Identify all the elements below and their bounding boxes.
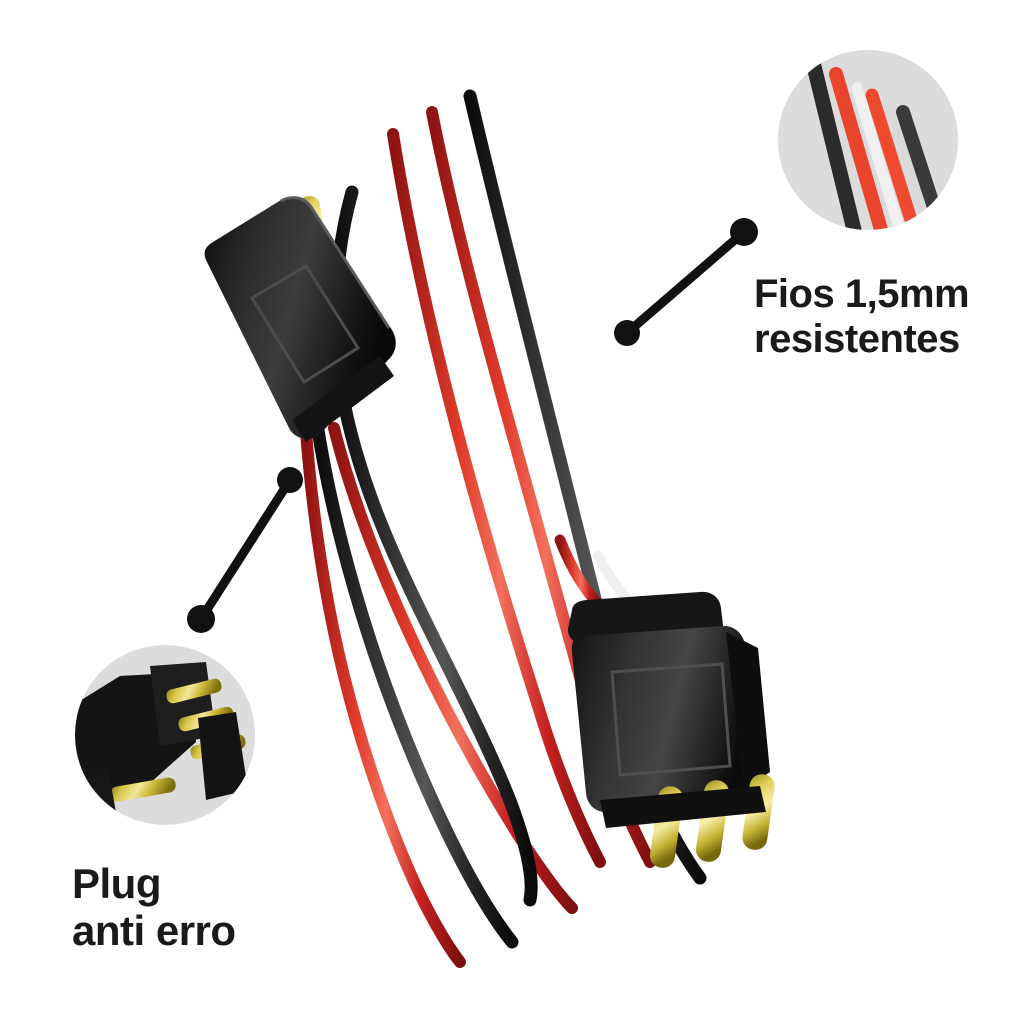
callout-label-plug: Plug anti erro (72, 860, 236, 955)
inset-plug-tab (198, 712, 248, 800)
inset-wire-black-a (804, 50, 864, 230)
right-connector-skirt (600, 786, 766, 828)
inset-plug-pin-1 (166, 678, 222, 704)
wire-red-3 (328, 422, 578, 914)
callout-leader-plug (187, 467, 303, 633)
inset-wire-white-b (885, 101, 933, 230)
left-connector-body (204, 196, 396, 439)
inset-plug-pin-4 (110, 777, 176, 802)
right-connector-panel (610, 662, 732, 777)
callout-leader-wires (614, 218, 758, 346)
callout-dot-plug-target (277, 467, 303, 493)
wire-red-2 (387, 128, 606, 868)
left-connector-collar (292, 356, 394, 442)
wire-red-4 (300, 426, 466, 968)
right-connector (568, 591, 775, 868)
callout-leader-line-plug (197, 477, 294, 622)
left-connector (204, 196, 396, 442)
inset-wire-red-b (865, 88, 923, 230)
inset-plug-closeup (75, 645, 255, 825)
wire-black-2 (311, 423, 519, 949)
callout-label-wires: Fios 1,5mm resistentes (754, 272, 970, 362)
callout-leader-line-wires (624, 228, 747, 337)
left-connector-highlight (280, 196, 391, 329)
callout-dot-plug-anchor (187, 605, 215, 633)
callout-dot-wires-target (730, 218, 758, 246)
wire-bundle (300, 89, 707, 968)
right-connector-shoulder (726, 632, 770, 790)
inset-wire-white-a (851, 82, 908, 230)
inset-wires-closeup (778, 50, 958, 230)
inset-wire-red-a (829, 67, 891, 230)
callout-dot-wires-anchor (614, 320, 640, 346)
left-connector-latch (249, 263, 361, 385)
